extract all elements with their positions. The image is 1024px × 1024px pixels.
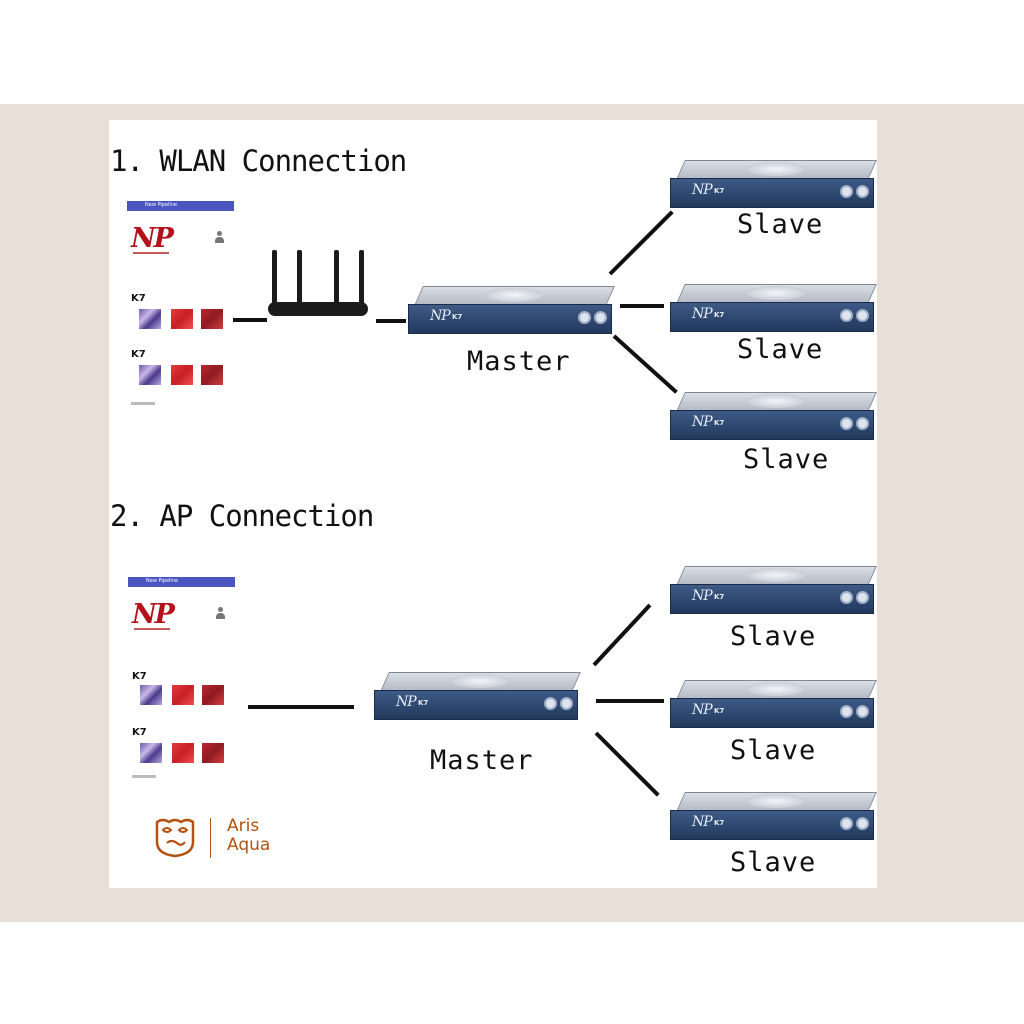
slave-device: NP K7 <box>670 160 877 220</box>
connection-wire <box>620 304 664 308</box>
diagram-panel <box>109 120 877 888</box>
user-icon <box>216 607 225 619</box>
logo-underline <box>134 628 170 630</box>
scene-thumbnail <box>140 743 162 763</box>
aris-aqua-logo: Aris Aqua <box>153 816 283 862</box>
np-logo: NP <box>131 223 174 254</box>
slave-device: NP K7 <box>670 566 877 626</box>
slave-label: Slave <box>737 209 824 240</box>
device-model: K7 <box>418 699 429 707</box>
master-label: Master <box>467 346 571 377</box>
scene-thumbnail <box>139 365 161 385</box>
watermark-text: Aris Aqua <box>227 817 270 855</box>
app-footer <box>131 402 155 405</box>
device-model: K7 <box>452 313 463 321</box>
app-header-bar: New Pipeline <box>128 577 235 587</box>
antenna <box>297 250 302 308</box>
device-label: K7 <box>132 671 147 682</box>
device-model: K7 <box>714 819 725 827</box>
app-header-text: New Pipeline <box>145 202 178 208</box>
np-logo: NP <box>132 599 175 630</box>
slave-device: NP K7 <box>670 392 877 452</box>
device-brand: NP <box>692 182 713 198</box>
scene-thumbnail <box>171 309 193 329</box>
connection-wire <box>233 318 267 322</box>
scene-thumbnail <box>172 743 194 763</box>
slave-label: Slave <box>737 334 824 365</box>
master-device: NP K7 <box>374 672 581 732</box>
scene-thumbnail <box>139 309 161 329</box>
slave-label: Slave <box>730 847 817 878</box>
app-footer <box>132 775 156 778</box>
antenna <box>359 250 364 308</box>
device-model: K7 <box>714 593 725 601</box>
slave-device: NP K7 <box>670 284 877 344</box>
fish-face-icon <box>155 818 195 858</box>
scene-thumbnail <box>140 685 162 705</box>
master-device: NP K7 <box>408 286 615 346</box>
slave-device: NP K7 <box>670 792 877 852</box>
router-icon <box>268 250 368 330</box>
section-title-ap: 2. AP Connection <box>110 499 374 533</box>
device-model: K7 <box>714 419 725 427</box>
app-header-text: New Pipeline <box>146 578 179 584</box>
device-brand: NP <box>692 588 713 604</box>
device-label: K7 <box>131 293 146 304</box>
user-icon <box>215 231 224 243</box>
device-brand: NP <box>396 694 417 710</box>
slave-label: Slave <box>730 735 817 766</box>
scene-thumbnail <box>202 743 224 763</box>
router-body <box>268 302 368 316</box>
device-brand: NP <box>430 308 451 324</box>
device-brand: NP <box>692 414 713 430</box>
slave-device: NP K7 <box>670 680 877 740</box>
phone-app-screenshot: New Pipeline NP K7 K7 <box>127 201 239 405</box>
scene-thumbnail <box>201 365 223 385</box>
device-model: K7 <box>714 311 725 319</box>
watermark-line1: Aris <box>227 816 260 836</box>
app-header-bar: New Pipeline <box>127 201 234 211</box>
watermark-line2: Aqua <box>227 835 271 855</box>
device-brand: NP <box>692 306 713 322</box>
antenna <box>334 250 339 308</box>
device-model: K7 <box>714 707 725 715</box>
slave-label: Slave <box>743 444 830 475</box>
scene-thumbnail <box>172 685 194 705</box>
scene-thumbnail <box>202 685 224 705</box>
phone-app-screenshot: New Pipeline NP K7 K7 <box>128 577 240 778</box>
slave-label: Slave <box>730 621 817 652</box>
device-brand: NP <box>692 814 713 830</box>
connection-wire <box>376 319 406 323</box>
section-title-wlan: 1. WLAN Connection <box>110 144 407 178</box>
scene-thumbnail <box>201 309 223 329</box>
device-brand: NP <box>692 702 713 718</box>
logo-underline <box>133 252 169 254</box>
device-model: K7 <box>714 187 725 195</box>
connection-wire <box>248 705 354 709</box>
master-label: Master <box>430 745 534 776</box>
connection-wire <box>596 699 664 703</box>
logo-divider <box>210 818 211 858</box>
scene-thumbnail <box>171 365 193 385</box>
device-label: K7 <box>131 349 146 360</box>
antenna <box>272 250 277 308</box>
device-label: K7 <box>132 727 147 738</box>
